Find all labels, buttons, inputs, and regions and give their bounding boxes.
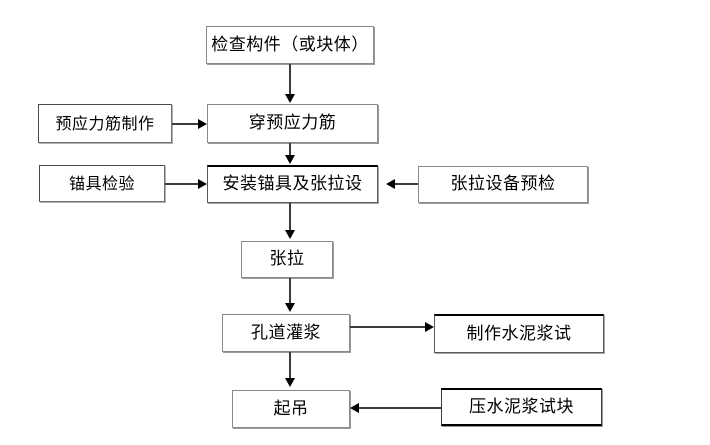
arrowhead-left-grout-cube-test-to-lifting bbox=[350, 403, 359, 413]
node-tensioning[interactable]: 张拉 bbox=[241, 241, 333, 278]
arrowhead-right-anchorage-inspection-to-install bbox=[198, 179, 207, 189]
edge-install-to-tensioning bbox=[289, 203, 291, 231]
node-label: 预应力筋制作 bbox=[55, 113, 155, 133]
node-label: 检查构件（或块体） bbox=[211, 34, 369, 55]
node-install-anchorage-and-jack[interactable]: 安装锚具及张拉设 bbox=[207, 165, 378, 203]
node-jack-equipment-precheck[interactable]: 张拉设备预检 bbox=[418, 166, 588, 203]
node-duct-grouting[interactable]: 孔道灌浆 bbox=[222, 314, 350, 352]
arrowhead-right-duct-grouting-to-make-grout-specimen bbox=[425, 322, 434, 332]
node-label: 孔道灌浆 bbox=[251, 322, 321, 343]
node-thread-prestress-tendon[interactable]: 穿预应力筋 bbox=[207, 104, 378, 143]
arrowhead-down-thread-to-install-anchorage bbox=[285, 155, 295, 164]
edge-anchorage-inspection-to-install bbox=[165, 183, 199, 185]
arrowhead-right-fabrication-to-thread bbox=[198, 119, 207, 129]
node-label: 压水泥浆试块 bbox=[469, 396, 574, 417]
node-label: 穿预应力筋 bbox=[248, 113, 337, 133]
arrowhead-down-tensioning-to-duct-grouting bbox=[285, 303, 295, 312]
arrowhead-left-jack-precheck-to-install bbox=[386, 179, 395, 189]
edge-duct-grouting-to-make-grout-specimen bbox=[350, 326, 427, 328]
node-cement-grout-cube-compression-test[interactable]: 压水泥浆试块 bbox=[441, 388, 602, 426]
arrowhead-down-inspect-to-thread bbox=[285, 94, 295, 103]
arrowhead-down-duct-grouting-to-lifting bbox=[285, 378, 295, 387]
edge-inspect-to-thread bbox=[289, 64, 291, 96]
edge-jack-precheck-to-install bbox=[395, 183, 420, 185]
node-label: 张拉设备预检 bbox=[450, 174, 556, 194]
node-prestress-tendon-fabrication[interactable]: 预应力筋制作 bbox=[38, 104, 172, 143]
edge-grout-cube-test-to-lifting bbox=[359, 407, 441, 409]
node-label: 安装锚具及张拉设 bbox=[222, 174, 363, 194]
node-label: 起吊 bbox=[273, 398, 309, 419]
edge-fabrication-to-thread bbox=[172, 123, 199, 125]
node-label: 制作水泥浆试 bbox=[466, 323, 572, 344]
arrowhead-down-install-to-tensioning bbox=[285, 230, 295, 239]
node-inspect-component[interactable]: 检查构件（或块体） bbox=[206, 26, 374, 64]
edge-tensioning-to-duct-grouting bbox=[289, 278, 291, 304]
node-label: 锚具检验 bbox=[68, 173, 135, 193]
node-lifting[interactable]: 起吊 bbox=[232, 390, 350, 428]
node-anchorage-inspection[interactable]: 锚具检验 bbox=[39, 165, 165, 202]
edge-duct-grouting-to-lifting bbox=[289, 352, 291, 379]
edge-thread-to-install-anchorage bbox=[289, 143, 291, 157]
node-make-cement-grout-specimen[interactable]: 制作水泥浆试 bbox=[434, 314, 604, 353]
node-label: 张拉 bbox=[269, 249, 305, 269]
